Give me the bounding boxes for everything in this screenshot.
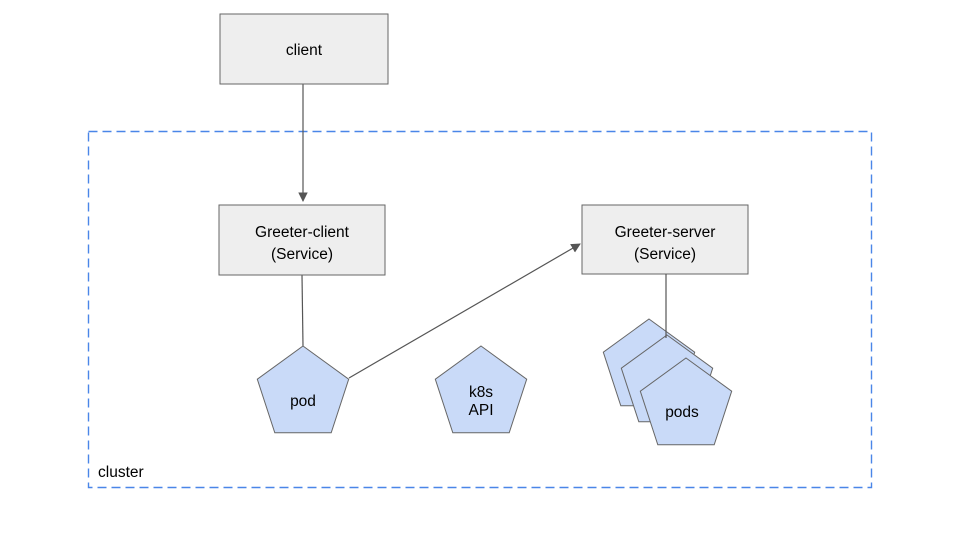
greeter-server-box bbox=[581, 204, 749, 275]
client-label: client bbox=[286, 42, 323, 59]
node-client: client bbox=[219, 13, 389, 85]
k8s-api-label-line1: k8s bbox=[469, 384, 493, 401]
node-greeter-client: Greeter-client (Service) bbox=[218, 204, 386, 276]
cluster-label: cluster bbox=[98, 464, 144, 481]
pod-label: pod bbox=[290, 393, 316, 410]
k8s-api-label-line2: API bbox=[469, 402, 494, 419]
client-box bbox=[219, 13, 389, 85]
greeter-client-label-line1: Greeter-client bbox=[255, 224, 350, 241]
node-pod: pod bbox=[256, 345, 350, 434]
pods-pentagon-front-shape bbox=[639, 357, 733, 446]
greeter-client-box bbox=[218, 204, 386, 276]
pod-pentagon bbox=[256, 345, 350, 434]
pods-label: pods bbox=[665, 404, 699, 421]
cluster-boundary bbox=[87, 130, 873, 489]
node-pods: pods bbox=[602, 274, 733, 446]
node-greeter-server: Greeter-server (Service) bbox=[581, 204, 749, 275]
edge-greeter-client-to-pod bbox=[301, 274, 304, 347]
greeter-client-label-line2: (Service) bbox=[271, 246, 333, 263]
edge-pod-to-greeter-server bbox=[348, 243, 581, 379]
k8s-api-pentagon bbox=[434, 345, 528, 434]
pods-pentagon-front: pods bbox=[639, 357, 733, 446]
greeter-server-label-line2: (Service) bbox=[634, 246, 696, 263]
greeter-server-label-line1: Greeter-server bbox=[615, 224, 716, 241]
node-k8s-api: k8s API bbox=[434, 345, 528, 434]
